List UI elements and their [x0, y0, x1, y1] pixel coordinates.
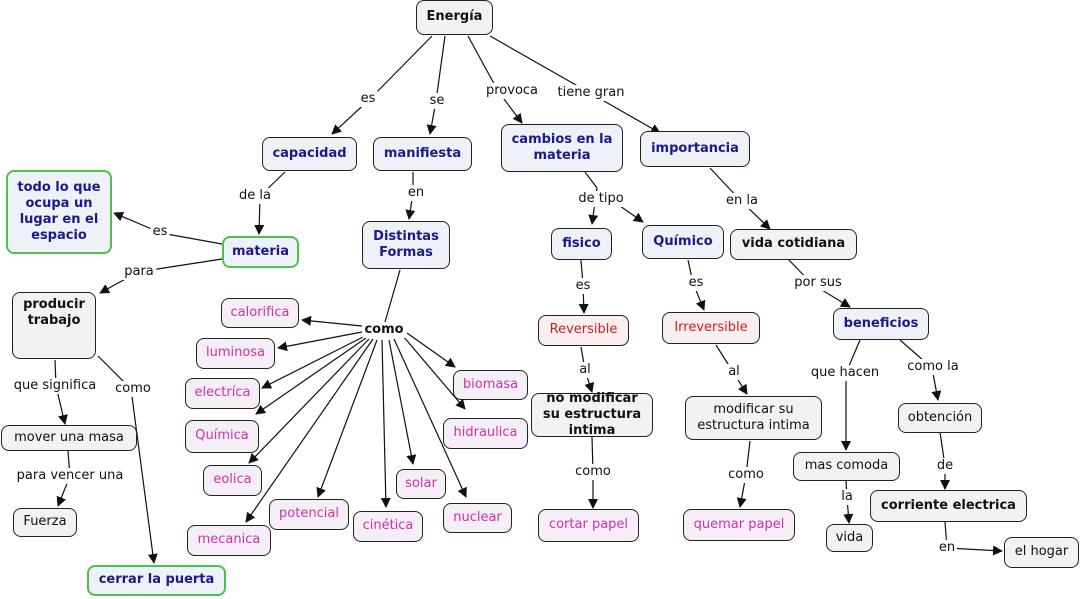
- node-cambios-materia[interactable]: cambios en la materia: [501, 124, 623, 172]
- node-el-hogar[interactable]: el hogar: [1004, 537, 1079, 568]
- node-irreversible[interactable]: Irreversible: [662, 312, 760, 344]
- node-quimico[interactable]: Químico: [642, 225, 724, 259]
- node-mecanica[interactable]: mecanica: [187, 525, 271, 556]
- node-vida[interactable]: vida: [826, 524, 873, 552]
- link-label-es-quimico: es: [686, 275, 706, 291]
- link-label-como-quemar: como: [726, 467, 766, 483]
- link-label-la: la: [839, 489, 855, 505]
- node-capacidad[interactable]: capacidad: [262, 137, 357, 171]
- node-beneficios[interactable]: beneficios: [833, 308, 929, 340]
- node-vida-cotidiana[interactable]: vida cotidiana: [730, 229, 857, 260]
- node-quimica[interactable]: Química: [185, 420, 259, 453]
- node-solar[interactable]: solar: [396, 469, 446, 499]
- link-label-que-hacen: que hacen: [808, 365, 882, 381]
- node-mover-masa[interactable]: mover una masa: [1, 425, 137, 451]
- node-energia[interactable]: Energía: [416, 0, 493, 35]
- link-label-es-materia: es: [150, 224, 170, 240]
- node-potencial[interactable]: potencial: [269, 499, 349, 530]
- node-modificar[interactable]: modificar su estructura intima: [685, 396, 822, 440]
- link-label-como-producir: como: [113, 381, 153, 397]
- link-label-en-la: en la: [724, 193, 760, 209]
- node-importancia[interactable]: importancia: [640, 131, 750, 167]
- link-label-en-hogar: en: [936, 540, 958, 556]
- link-label-es: es: [358, 91, 378, 107]
- node-quemar-papel[interactable]: quemar papel: [683, 509, 795, 541]
- node-fuerza[interactable]: Fuerza: [13, 508, 77, 537]
- link-label-de: de: [934, 458, 956, 474]
- node-obtencion[interactable]: obtención: [898, 403, 982, 433]
- node-biomasa[interactable]: biomasa: [453, 370, 528, 400]
- link-label-como-la: como la: [905, 359, 961, 375]
- link-label-es-fisico: es: [573, 278, 593, 294]
- node-mas-comoda[interactable]: mas comoda: [793, 452, 900, 481]
- node-luminosa[interactable]: luminosa: [196, 338, 275, 369]
- link-label-como-cortar: como: [573, 464, 613, 480]
- link-label-al-irreversible: al: [726, 364, 742, 380]
- node-calorifica[interactable]: calorifica: [221, 298, 299, 328]
- node-cortar-papel[interactable]: cortar papel: [538, 509, 639, 542]
- node-producir-trabajo[interactable]: producir trabajo: [12, 292, 96, 359]
- link-label-de-tipo: de tipo: [576, 191, 626, 207]
- node-cinetica[interactable]: cinética: [353, 511, 423, 542]
- link-label-provoca: provoca: [483, 83, 541, 99]
- node-nuclear[interactable]: nuclear: [443, 503, 512, 533]
- link-label-por-sus: por sus: [792, 275, 844, 291]
- node-todo-lo-que-ocupa[interactable]: todo lo que ocupa un lugar en el espacio: [6, 170, 112, 254]
- node-corriente-electrica[interactable]: corriente electrica: [870, 490, 1027, 522]
- node-manifiesta[interactable]: manifiesta: [373, 137, 472, 171]
- node-fisico[interactable]: fisico: [551, 228, 612, 260]
- node-eolica[interactable]: eolica: [203, 465, 262, 496]
- link-label-en: en: [405, 185, 427, 201]
- link-label-como-formas: como: [362, 322, 406, 338]
- node-cerrar-puerta[interactable]: cerrar la puerta: [87, 565, 226, 596]
- link-label-al-reversible: al: [577, 362, 593, 378]
- node-materia[interactable]: materia: [222, 236, 299, 268]
- node-distintas-formas[interactable]: Distintas Formas: [362, 221, 450, 269]
- node-hidraulica[interactable]: hidraulica: [443, 418, 528, 449]
- node-reversible[interactable]: Reversible: [538, 315, 629, 346]
- node-no-modificar[interactable]: no modificar su estructura intima: [531, 391, 653, 438]
- link-label-para: para: [122, 264, 156, 280]
- link-label-tiene-gran: tiene gran: [555, 85, 627, 101]
- node-electrica[interactable]: electríca: [185, 378, 260, 409]
- link-label-se: se: [427, 93, 447, 109]
- link-label-que-significa: que significa: [11, 378, 99, 394]
- link-label-para-vencer: para vencer una: [14, 468, 126, 484]
- link-label-de-la: de la: [237, 188, 273, 204]
